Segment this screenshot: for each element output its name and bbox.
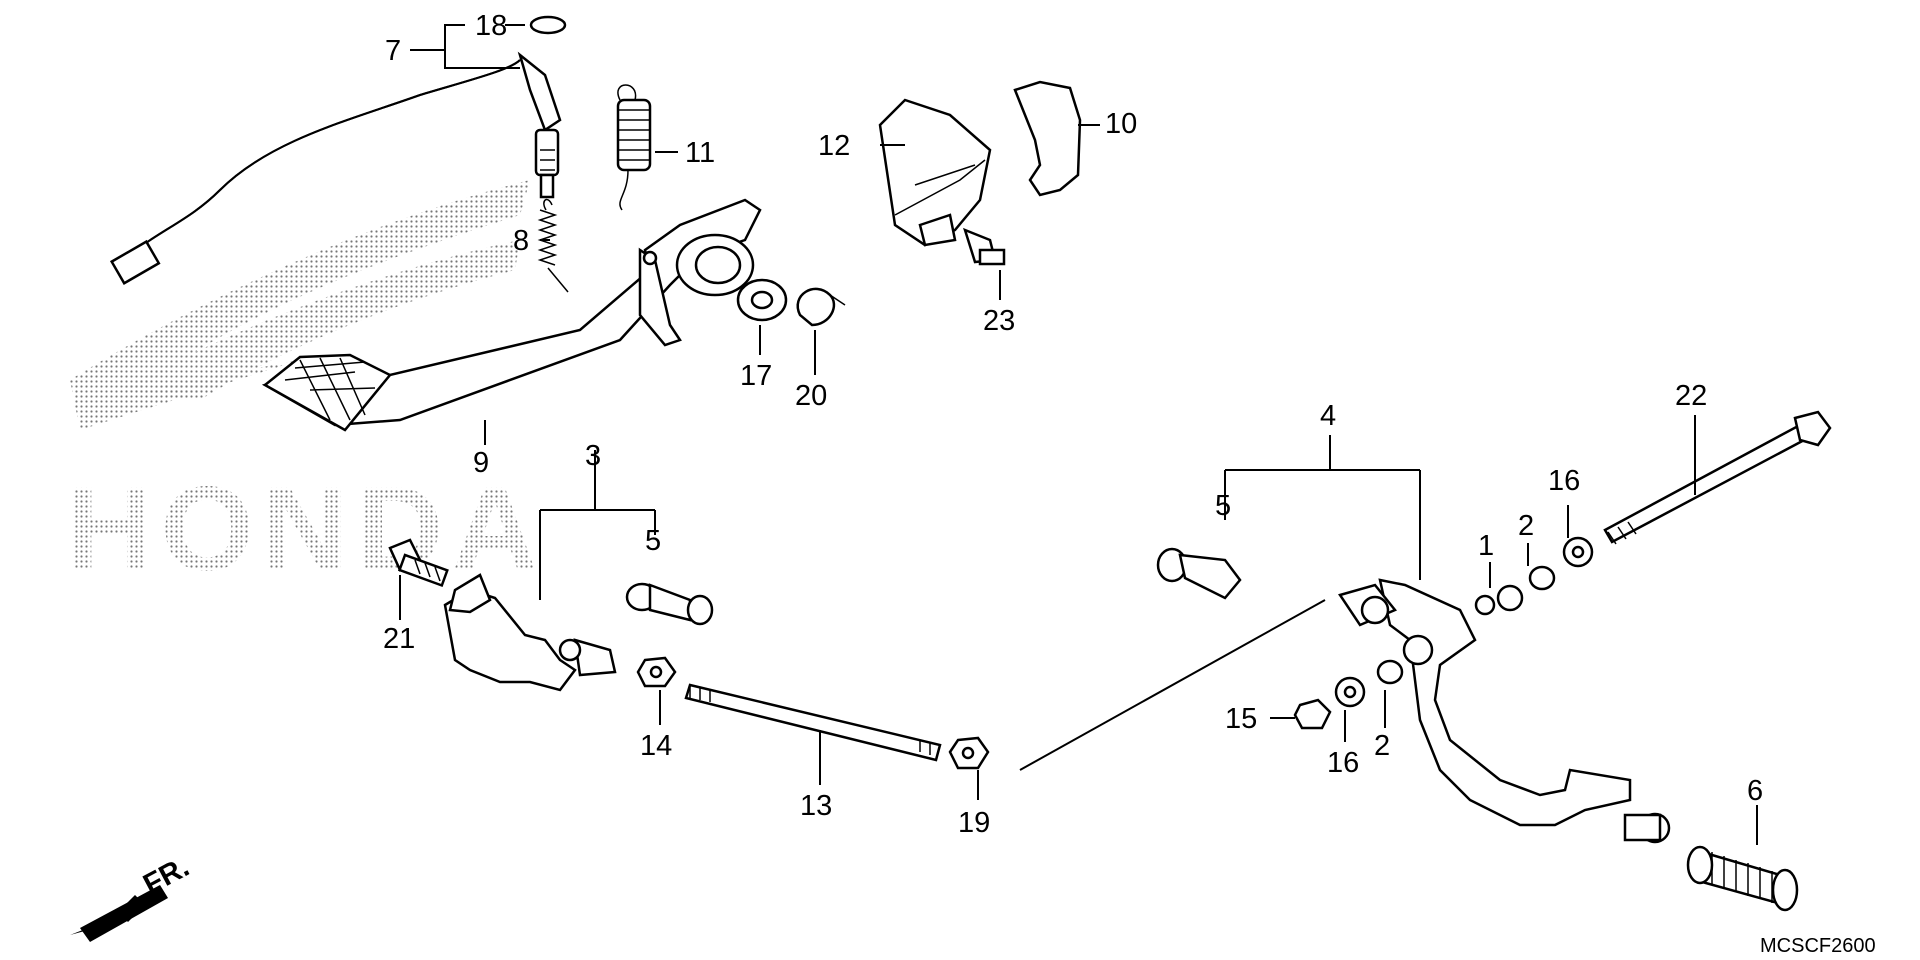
front-arrow-shaft xyxy=(80,885,168,942)
callout-18: 18 xyxy=(475,10,507,42)
part-21-bolt xyxy=(388,538,449,588)
part-18-clip xyxy=(529,15,567,35)
part-22-bolt xyxy=(1603,410,1832,545)
part-12-cover xyxy=(878,98,992,247)
part-15-nut xyxy=(1293,698,1332,730)
callout-3: 3 xyxy=(585,440,601,472)
honda-watermark: HONDA xyxy=(66,180,546,596)
callout-19: 19 xyxy=(958,807,990,839)
part-2-nut-upper xyxy=(1528,565,1556,591)
callout-5-left: 5 xyxy=(645,525,661,557)
honda-wing-logo xyxy=(70,180,530,430)
callout-8: 8 xyxy=(513,225,529,257)
front-direction-marker: FR. xyxy=(70,851,195,942)
part-7-switch-wire xyxy=(109,51,562,285)
callout-2-lower: 2 xyxy=(1374,730,1390,762)
part-11-spring xyxy=(616,84,652,211)
honda-watermark-text: HONDA xyxy=(66,462,546,596)
callout-10: 10 xyxy=(1105,108,1137,140)
part-2-nut-lower xyxy=(1376,659,1404,685)
leader-lines xyxy=(399,24,1758,845)
part-19-nut xyxy=(948,736,990,770)
callout-23: 23 xyxy=(983,305,1015,337)
part-16-washer-lower xyxy=(1334,676,1366,708)
honda-wing-logo-lower xyxy=(120,240,520,400)
callout-6: 6 xyxy=(1747,775,1763,807)
part-17-washer xyxy=(736,278,788,322)
callout-12: 12 xyxy=(818,130,850,162)
callout-2-upper: 2 xyxy=(1518,510,1534,542)
part-20-clip xyxy=(796,287,846,327)
part-23-bolt xyxy=(963,227,1006,266)
callout-1: 1 xyxy=(1478,530,1494,562)
callout-7: 7 xyxy=(385,35,401,67)
drawing-code: MCSCF2600 xyxy=(1760,935,1876,957)
callout-13: 13 xyxy=(800,790,832,822)
part-5-ball-joint-left xyxy=(625,582,714,626)
callout-16-upper: 16 xyxy=(1548,465,1580,497)
part-13-rod xyxy=(684,683,942,762)
callout-22: 22 xyxy=(1675,380,1707,412)
callout-20: 20 xyxy=(795,380,827,412)
part-4-shift-pedal xyxy=(1338,578,1671,844)
callout-4: 4 xyxy=(1320,400,1336,432)
callout-11: 11 xyxy=(685,137,715,169)
part-9-brake-pedal xyxy=(261,198,762,432)
part-1-collar xyxy=(1474,584,1524,616)
callout-16-lower: 16 xyxy=(1327,747,1359,779)
part-5-ball-joint-right xyxy=(1156,547,1242,600)
callout-15: 15 xyxy=(1225,703,1257,735)
callout-17: 17 xyxy=(740,360,772,392)
part-14-nut xyxy=(636,656,677,688)
part-3-arm xyxy=(443,573,617,692)
part-10-bracket xyxy=(1013,80,1082,197)
callout-5-right: 5 xyxy=(1215,490,1231,522)
callout-21: 21 xyxy=(383,623,415,655)
callout-9: 9 xyxy=(473,447,489,479)
callout-14: 14 xyxy=(640,730,672,762)
part-6-pedal-rubber xyxy=(1686,845,1799,912)
part-8-spring xyxy=(537,198,569,293)
part-16-washer-upper xyxy=(1562,536,1594,568)
